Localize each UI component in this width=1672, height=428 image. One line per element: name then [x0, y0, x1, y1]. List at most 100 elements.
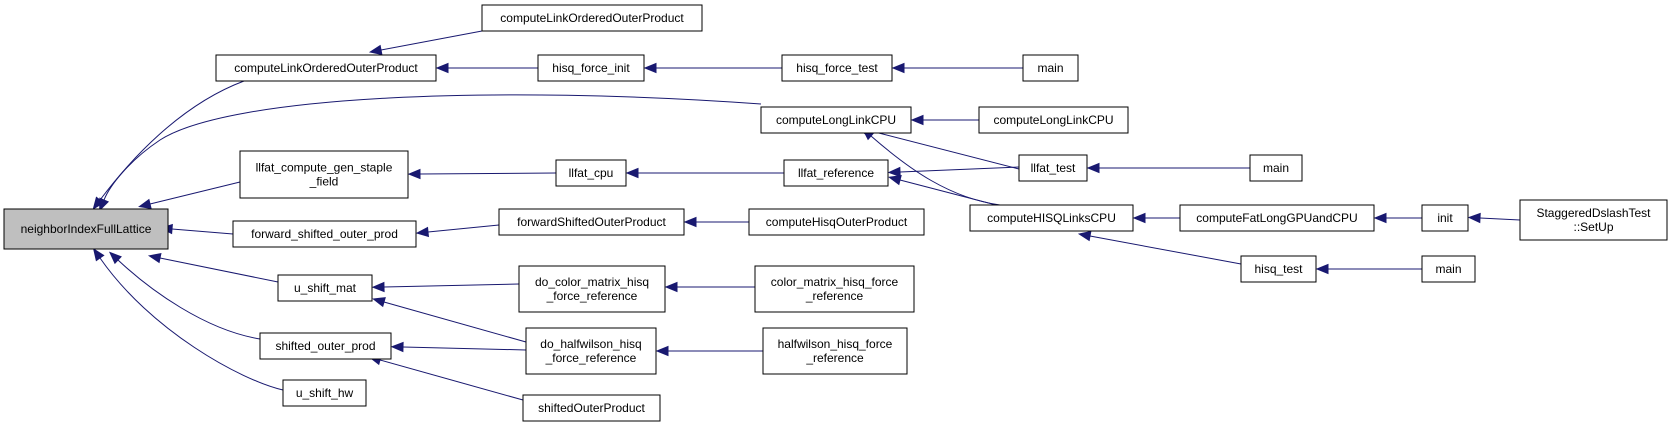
node-main1[interactable]: main — [1022, 54, 1079, 82]
node-main2[interactable]: main — [1249, 154, 1303, 182]
node-label: _force_reference — [546, 289, 638, 303]
node-ushw[interactable]: u_shift_hw — [282, 379, 367, 407]
node-box[interactable] — [239, 150, 409, 199]
node-label: hisq_force_test — [796, 61, 878, 75]
node-box[interactable] — [760, 106, 912, 134]
edge-arrowhead — [390, 341, 404, 353]
node-label: computeLinkOrderedOuterProduct — [234, 61, 418, 75]
node-dcm[interactable]: do_color_matrix_hisq_force_reference — [518, 265, 666, 313]
node-box[interactable] — [969, 204, 1134, 232]
node-root[interactable]: neighborIndexFullLattice — [3, 208, 169, 250]
node-box[interactable] — [783, 159, 889, 187]
node-box[interactable] — [754, 265, 915, 313]
node-cmh[interactable]: color_matrix_hisq_force_reference — [754, 265, 915, 313]
node-init[interactable]: init — [1421, 204, 1469, 232]
node-fsop[interactable]: forward_shifted_outer_prod — [232, 220, 417, 248]
edge-arrowhead — [108, 251, 122, 265]
node-cloop2[interactable]: computeLinkOrderedOuterProduct — [481, 4, 703, 32]
edge-dhw-usm — [383, 301, 527, 343]
node-label: llfat_reference — [798, 166, 874, 180]
edge-arrowhead — [407, 168, 421, 180]
node-box[interactable] — [1018, 154, 1088, 182]
node-hft[interactable]: hisq_force_test — [781, 54, 893, 82]
node-box[interactable] — [1022, 54, 1079, 82]
node-main3[interactable]: main — [1421, 255, 1476, 283]
node-usm[interactable]: u_shift_mat — [277, 274, 373, 302]
node-lcgs[interactable]: llfat_compute_gen_staple_field — [239, 150, 409, 199]
edge-cloop1-root — [99, 80, 245, 201]
edge-arrowhead — [664, 281, 678, 293]
edge-cll1-root — [103, 94, 762, 201]
edge-arrowhead — [92, 247, 105, 262]
node-box[interactable] — [498, 208, 685, 236]
node-label: StaggeredDslashTest — [1536, 206, 1651, 220]
node-box[interactable] — [1421, 204, 1469, 232]
edge-dhw-sop — [402, 346, 527, 351]
node-box[interactable] — [525, 327, 657, 375]
node-sop[interactable]: shifted_outer_prod — [259, 332, 392, 360]
node-box[interactable] — [282, 379, 367, 407]
node-box[interactable] — [3, 208, 169, 250]
node-fSOP[interactable]: forwardShiftedOuterProduct — [498, 208, 685, 236]
node-label: _field — [309, 175, 339, 189]
node-box[interactable] — [1240, 255, 1317, 283]
node-box[interactable] — [762, 327, 908, 375]
edge-arrowhead — [1086, 162, 1100, 174]
node-label: _reference — [805, 351, 864, 365]
node-box[interactable] — [1421, 255, 1476, 283]
node-box[interactable] — [1249, 154, 1303, 182]
node-box[interactable] — [978, 106, 1129, 134]
edge-lcpu-lcgs — [419, 172, 557, 175]
node-box[interactable] — [259, 332, 392, 360]
node-chop[interactable]: computeHisqOuterProduct — [748, 208, 925, 236]
edge-arrowhead — [1467, 212, 1481, 224]
node-cll1[interactable]: computeLongLinkCPU — [760, 106, 912, 134]
node-label: computeLinkOrderedOuterProduct — [500, 11, 684, 25]
node-label: main — [1037, 61, 1063, 75]
node-htest[interactable]: hisq_test — [1240, 255, 1317, 283]
node-label: computeFatLongGPUandCPU — [1196, 211, 1357, 225]
node-box[interactable] — [481, 4, 703, 32]
node-hfi[interactable]: hisq_force_init — [537, 54, 645, 82]
node-lref[interactable]: llfat_reference — [783, 159, 889, 187]
node-label: hisq_force_init — [552, 61, 630, 75]
node-box[interactable] — [518, 265, 666, 313]
node-cfl[interactable]: computeFatLongGPUandCPU — [1179, 204, 1375, 232]
edge-fSOP-fsop — [427, 224, 500, 233]
node-cloop1[interactable]: computeLinkOrderedOuterProduct — [215, 54, 437, 82]
node-cll2[interactable]: computeLongLinkCPU — [978, 106, 1129, 134]
edge-arrowhead — [887, 166, 901, 178]
node-label: halfwilson_hisq_force — [778, 337, 893, 351]
node-box[interactable] — [215, 54, 437, 82]
edge-arrowhead — [891, 62, 905, 74]
edge-arrowhead — [372, 297, 386, 308]
node-box[interactable] — [781, 54, 893, 82]
node-box[interactable] — [537, 54, 645, 82]
edge-lcgs-root — [149, 181, 241, 205]
edge-arrowhead — [415, 226, 430, 238]
node-box[interactable] — [232, 220, 417, 248]
node-sOP[interactable]: shiftedOuterProduct — [522, 394, 661, 422]
node-label: _force_reference — [545, 351, 637, 365]
node-label: llfat_compute_gen_staple — [256, 161, 393, 175]
edge-ltest-cll1 — [866, 129, 1020, 170]
node-sds[interactable]: StaggeredDslashTest::SetUp — [1519, 199, 1668, 241]
edge-arrowhead — [1315, 263, 1329, 275]
node-label: forwardShiftedOuterProduct — [517, 215, 666, 229]
node-label: neighborIndexFullLattice — [21, 222, 152, 236]
edge-sOP-sop — [379, 359, 524, 401]
node-ltest[interactable]: llfat_test — [1018, 154, 1088, 182]
node-box[interactable] — [748, 208, 925, 236]
node-lcpu[interactable]: llfat_cpu — [555, 159, 627, 187]
node-box[interactable] — [1519, 199, 1668, 241]
node-label: llfat_test — [1031, 161, 1076, 175]
node-chisq[interactable]: computeHISQLinksCPU — [969, 204, 1134, 232]
node-box[interactable] — [277, 274, 373, 302]
node-dhw[interactable]: do_halfwilson_hisq_force_reference — [525, 327, 657, 375]
node-label: main — [1263, 161, 1289, 175]
node-hwh[interactable]: halfwilson_hisq_force_reference — [762, 327, 908, 375]
node-label: u_shift_mat — [294, 281, 357, 295]
node-box[interactable] — [555, 159, 627, 187]
node-box[interactable] — [522, 394, 661, 422]
node-box[interactable] — [1179, 204, 1375, 232]
